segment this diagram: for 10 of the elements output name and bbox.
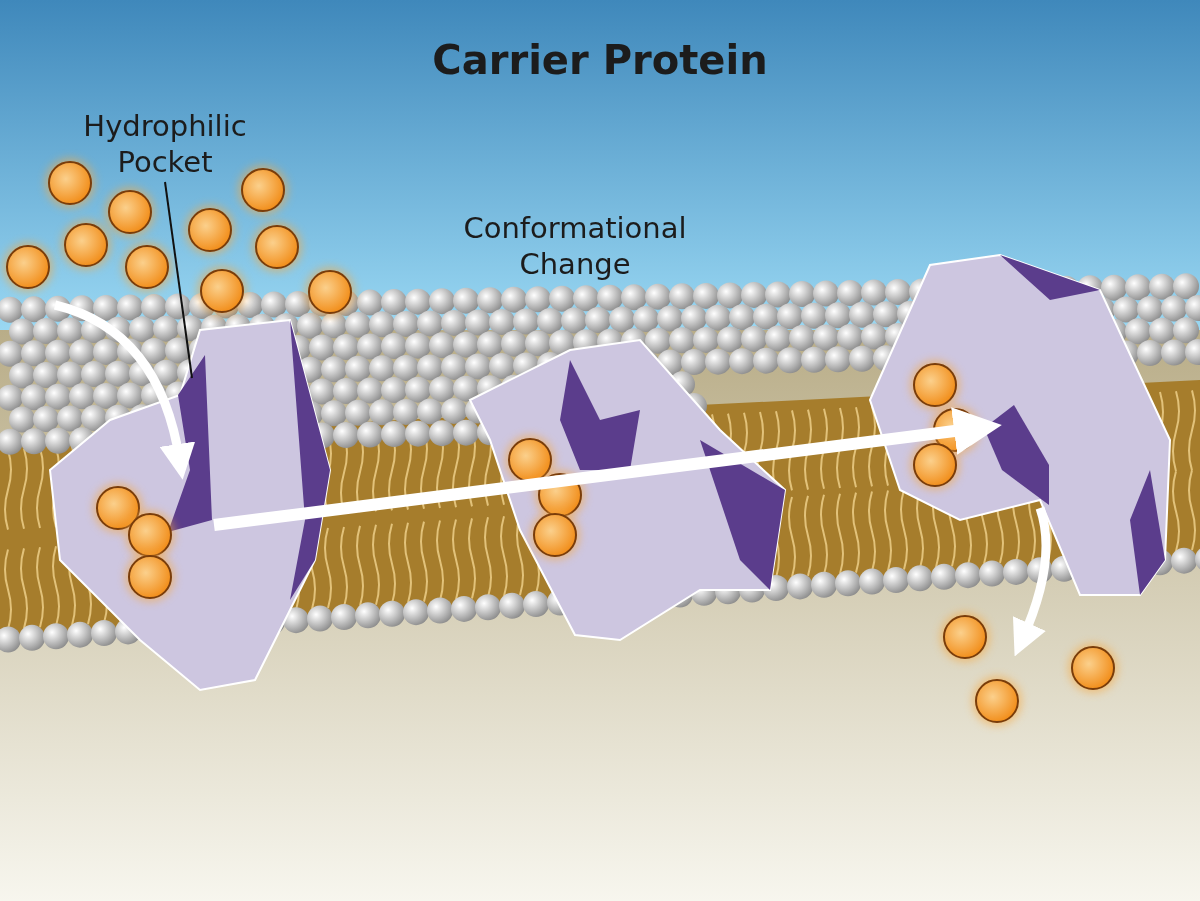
arrow xyxy=(1012,506,1051,657)
hydrophilic-pocket xyxy=(984,405,1049,505)
arrow xyxy=(213,407,1002,531)
title: Carrier Protein xyxy=(431,36,769,85)
leader-line xyxy=(164,181,193,379)
annotation-text: Conformational Change xyxy=(462,210,688,282)
hydrophilic-pocket xyxy=(168,355,212,532)
callout-label: Hydrophilic Pocket xyxy=(70,108,260,180)
hydrophilic-pocket xyxy=(560,360,640,470)
arrow xyxy=(53,300,195,480)
